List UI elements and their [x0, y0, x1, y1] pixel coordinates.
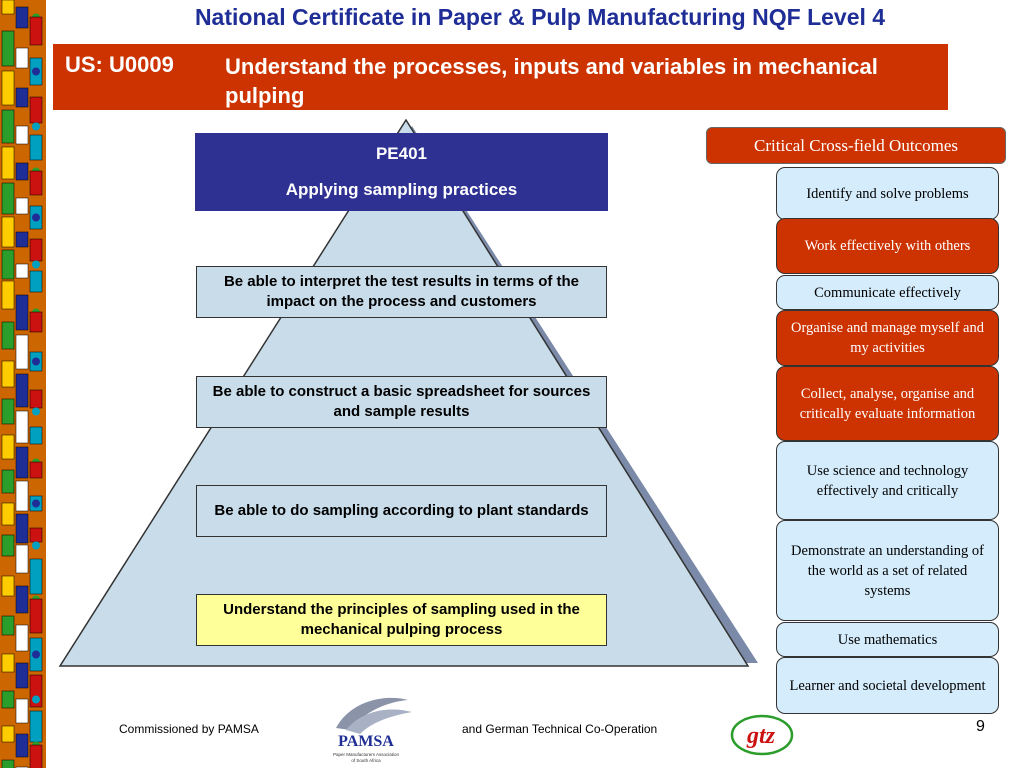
footer-commissioned: Commissioned by PAMSA [119, 722, 259, 736]
outcome-item: Identify and solve problems [776, 167, 999, 220]
footer-cooperation: and German Technical Co-Operation [462, 722, 657, 736]
outcome-item: Use science and technology effectively a… [776, 441, 999, 520]
unit-code: US: U0009 [65, 52, 174, 78]
outcome-item: Communicate effectively [776, 275, 999, 310]
outcome-item: Use mathematics [776, 622, 999, 657]
outcome-item: Demonstrate an understanding of the worl… [776, 520, 999, 621]
svg-text:gtz: gtz [746, 723, 776, 749]
page-number: 9 [976, 718, 985, 736]
outcome-item: Learner and societal development [776, 657, 999, 714]
outcome-item: Work effectively with others [776, 218, 999, 274]
pyramid-level-3: Be able to do sampling according to plan… [196, 485, 607, 537]
svg-text:of South Africa: of South Africa [351, 758, 381, 763]
pe-title-box: PE401 Applying sampling practices [195, 133, 608, 211]
svg-text:Paper Manufacturers Associatio: Paper Manufacturers Association [333, 752, 400, 757]
pamsa-logo: PAMSA Paper Manufacturers Association of… [316, 690, 416, 766]
page-title: National Certificate in Paper & Pulp Man… [60, 4, 1020, 31]
pe-title: Applying sampling practices [286, 179, 517, 201]
outcome-item: Collect, analyse, organise and criticall… [776, 366, 999, 441]
pe-code: PE401 [376, 143, 427, 165]
outcome-item: Organise and manage myself and my activi… [776, 310, 999, 366]
decorative-side-strip [0, 0, 46, 768]
pyramid-level-1: Be able to interpret the test results in… [196, 266, 607, 318]
pyramid-level-2: Be able to construct a basic spreadsheet… [196, 376, 607, 428]
unit-banner: US: U0009 Understand the processes, inpu… [53, 44, 948, 110]
unit-description: Understand the processes, inputs and var… [225, 52, 925, 110]
pyramid-level-4: Understand the principles of sampling us… [196, 594, 607, 646]
gtz-logo: gtz [726, 713, 796, 757]
svg-text:PAMSA: PAMSA [338, 733, 394, 750]
outcomes-header: Critical Cross-field Outcomes [706, 127, 1006, 164]
